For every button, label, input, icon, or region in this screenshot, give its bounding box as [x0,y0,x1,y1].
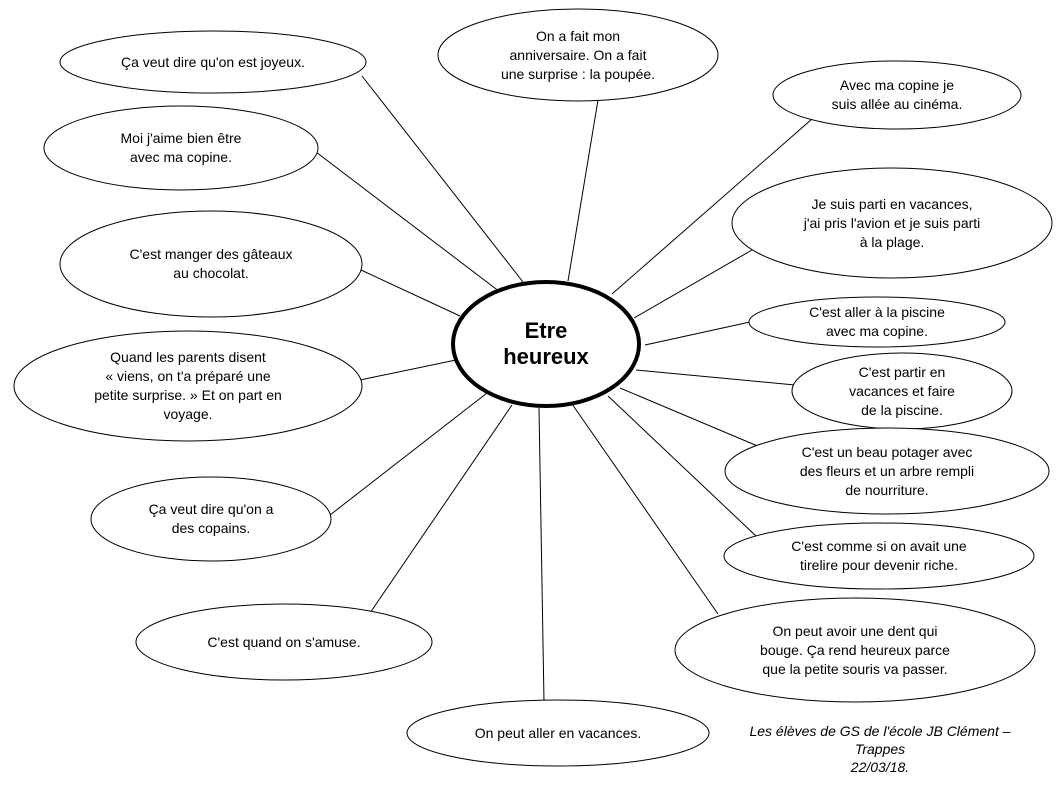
link-vacances [538,407,545,703]
bubble-tirelire-outline [723,522,1035,590]
link-tirelire [607,395,757,537]
bubble-cinema-outline [772,60,1022,130]
link-vacances-piscine [635,369,796,386]
link-joyeux [361,75,524,283]
bubble-joyeux-outline [59,30,367,94]
bubble-anniversaire: On a fait mon anniversaire. On a fait un… [500,27,656,82]
bubble-gateaux: C'est manger des gâteaux au chocolat. [129,246,293,281]
bubble-copine-outline [43,105,319,191]
bubble-avion-plage-outline [731,167,1053,279]
bubble-surprise-voyage-outline [13,330,363,442]
bubble-amuse-outline [135,603,433,681]
link-cinema [611,118,813,295]
bubble-copine: Moi j'aime bien être avec ma copine. [120,130,242,165]
bubble-copains-outline [90,476,332,562]
link-piscine-copine [644,321,751,346]
link-dent [571,403,719,615]
bubble-vacances: On peut aller en vacances. [474,724,642,741]
bubble-amuse: C'est quand on s'amuse. [207,633,361,650]
bubble-vacances-piscine: C'est partir en vacances et faire de la … [849,363,955,418]
bubble-cinema: Avec ma copine je suis allée au cinéma. [831,77,963,112]
bubble-dent: On peut avoir une dent qui bouge. Ça ren… [760,622,950,677]
center-node-label: Etre heureux [503,318,589,369]
bubble-vacances-outline [406,699,710,767]
link-avion-plage [633,249,753,319]
link-gateaux [360,269,461,317]
bubble-piscine-copine: C'est aller à la piscine avec ma copine. [809,304,945,339]
bubble-potager-outline [724,427,1050,515]
credit-caption: Les élèves de GS de l'école JB Clément –… [749,723,1011,775]
bubble-dent-outline [674,597,1036,703]
bubble-joyeux: Ça veut dire qu'on est joyeux. [120,53,305,70]
link-potager [619,387,761,448]
bubble-anniversaire-outline [437,8,719,102]
bubble-gateaux-outline [59,210,363,318]
bubble-copains: Ça veut dire qu'on a des copains. [148,501,274,536]
link-copine [315,151,501,293]
link-copains [329,392,488,516]
bubble-potager: C'est un beau potager avec des fleurs et… [799,443,975,498]
center-node-outline [451,280,641,408]
link-amuse [369,404,513,614]
link-surprise-voyage [359,359,457,381]
bubble-avion-plage: Je suis parti en vacances, j'ai pris l'a… [803,195,981,250]
bubble-tirelire: C'est comme si on avait une tirelire pou… [791,538,967,573]
link-anniversaire [567,99,599,282]
bubble-surprise-voyage: Quand les parents disent « viens, on t'a… [94,349,282,422]
bubble-piscine-copine-outline [748,296,1006,348]
